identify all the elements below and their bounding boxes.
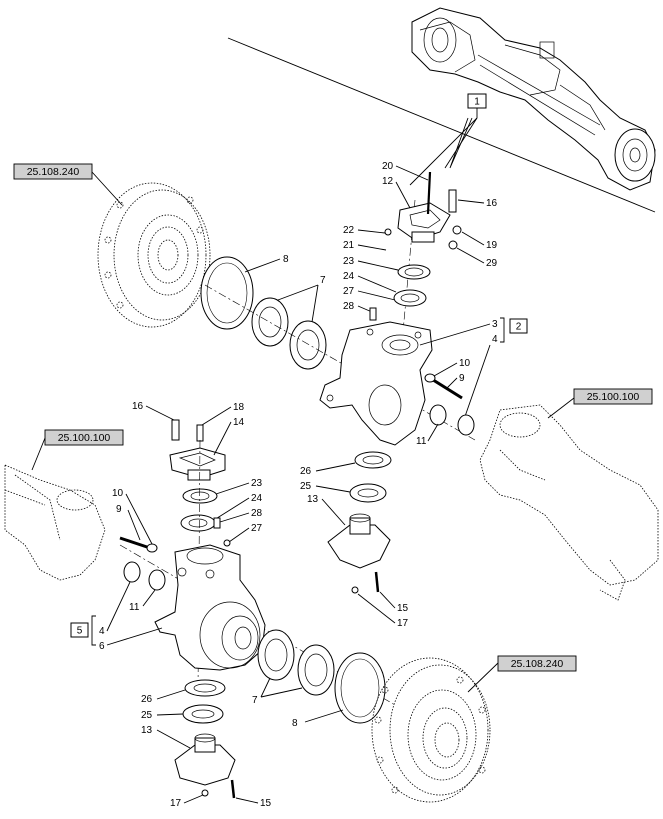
ref-box-bottom-right-label: 25.108.240 [511,658,564,670]
callout-23-lower: 23 [251,478,263,489]
ref-box-top-left [13,163,93,180]
bearing-pair-upper [251,297,327,370]
callout-26-upper: 26 [300,466,312,477]
seal-ring-lower [334,652,386,724]
callout-22-upper: 22 [343,225,355,236]
callout-19-upper: 19 [486,240,498,251]
seal-ring-upper [200,256,254,330]
bearing-pair-lower [257,629,335,696]
callout-15-upper: 15 [397,603,409,614]
axle-assembly-illustration [411,7,656,191]
group-box-5-label: 5 [77,626,83,637]
callout-14-lower: 14 [233,417,245,428]
callout-9-upper: 9 [459,373,465,384]
callout-10-lower: 10 [112,488,124,499]
callout-13-upper: 13 [307,494,319,505]
ref-box-mid-right [573,388,653,405]
bearing-26-lower [184,679,226,697]
bearing-25-upper [349,483,387,503]
callout-4-lower: 4 [99,626,105,637]
group-box-5 [70,622,89,638]
bearing-23-upper [397,264,431,280]
callout-26-lower: 26 [141,694,153,705]
steering-knuckle-upper [319,321,433,446]
callout-8-upper: 8 [283,254,289,265]
callout-24-lower: 24 [251,493,263,504]
callout-21-upper: 21 [343,240,355,251]
callout-8-lower: 8 [292,718,298,729]
ref-box-top-left-label: 25.108.240 [27,166,80,178]
steering-knuckle-lower [154,544,266,671]
callout-7-upper: 7 [320,275,326,286]
bearing-25-lower [182,704,224,724]
callout-17-upper: 17 [397,618,409,629]
callout-9-lower: 9 [116,504,122,515]
callout-11-upper: 11 [416,436,427,447]
ref-box-mid-left [44,429,124,446]
callout-23-upper: 23 [343,256,355,267]
callout-27-upper: 27 [343,286,355,297]
bearing-24-upper [393,289,427,307]
callout-16-upper: 16 [486,198,498,209]
callout-4-upper: 4 [492,334,498,345]
callout-25-lower: 25 [141,710,153,721]
axle-housing-right-illustration [479,404,659,601]
callout-28-upper: 28 [343,301,355,312]
callout-13-lower: 13 [141,725,153,736]
callout-3-upper: 3 [492,319,498,330]
pivot-base-upper [327,513,391,594]
callout-24-upper: 24 [343,271,355,282]
callout-6-lower: 6 [99,641,105,652]
bushing-11-lower-a [123,561,141,583]
bearing-26-upper [354,451,392,469]
callout-12-upper: 12 [382,176,394,187]
pivot-cap-lower [169,419,226,481]
group-box-2-label: 2 [516,322,522,333]
wheel-hub-upper-illustration [97,182,211,328]
callout-20-upper: 20 [382,161,394,172]
callout-29-upper: 29 [486,258,498,269]
callout-25-upper: 25 [300,481,312,492]
pivot-cap-upper [384,171,462,250]
bushing-11-lower-b [148,569,166,591]
group-box-1-label: 1 [474,97,480,108]
callout-17-lower: 17 [170,798,182,809]
callout-7-lower: 7 [252,695,258,706]
callout-27-lower: 27 [251,523,263,534]
pivot-base-lower [174,733,236,799]
ref-box-mid-left-label: 25.100.100 [58,432,111,444]
callout-10-upper: 10 [459,358,471,369]
callout-16-lower: 16 [132,401,144,412]
callout-18-lower: 18 [233,402,245,413]
wheel-hub-lower-illustration [371,657,491,803]
bushing-11-upper-b [457,414,475,436]
bushing-11-upper-a [429,404,447,426]
ref-box-mid-right-label: 25.100.100 [587,391,640,403]
bearing-24-lower [180,514,216,532]
callout-15-lower: 15 [260,798,272,809]
group-box-2 [509,318,528,334]
separator-line [227,37,656,213]
axle-housing-left-illustration [4,464,106,581]
bearing-23-lower [182,488,218,504]
callout-28-lower: 28 [251,508,263,519]
callout-11-lower: 11 [129,602,140,613]
